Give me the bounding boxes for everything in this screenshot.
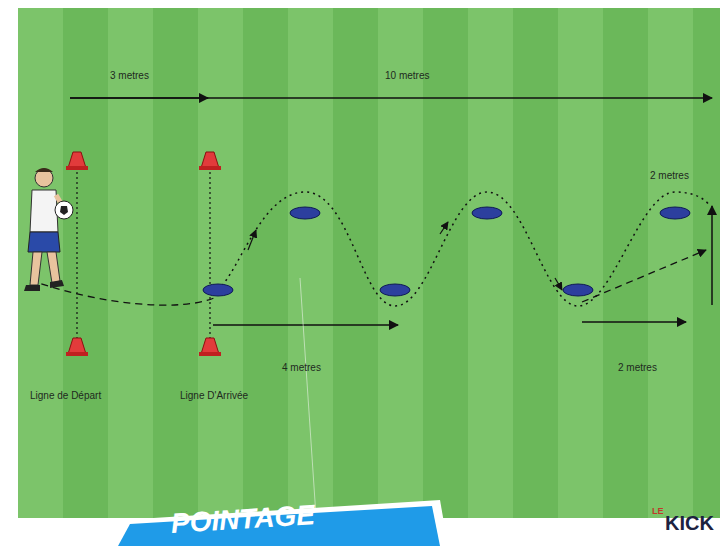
dimension-label: 10 metres (385, 70, 429, 82)
return-arrow (711, 206, 713, 305)
finish-line (209, 172, 210, 338)
pitch (18, 8, 720, 518)
logo-text: KICK (665, 512, 714, 534)
player-shirt (30, 190, 58, 232)
red-cone (68, 152, 86, 168)
player-hair (35, 168, 53, 172)
blue-disc (563, 284, 593, 296)
spacing-arrow (582, 321, 686, 323)
player-boot (24, 285, 40, 291)
start-line-label: Ligne de Départ (30, 390, 101, 402)
logo-text: LE (652, 506, 664, 516)
length-arrow (70, 97, 712, 99)
player-figure (24, 168, 73, 291)
blue-disc (472, 207, 502, 219)
path-arrow (555, 278, 562, 290)
blue-disc (290, 207, 320, 219)
red-cone (201, 338, 219, 354)
player-head (35, 169, 53, 187)
dimension-label: 2 metres (650, 170, 689, 182)
player-shorts (28, 232, 60, 252)
dimension-label: 2 metres (618, 362, 657, 374)
start-line (76, 172, 77, 338)
blue-disc (380, 284, 410, 296)
red-cone (66, 152, 221, 356)
slalom-path (218, 192, 710, 306)
red-cone (66, 352, 88, 356)
red-cone (199, 166, 221, 170)
return-path (582, 250, 706, 302)
player-boot (50, 280, 64, 288)
dimension-label: 3 metres (110, 70, 149, 82)
finish-line-label: Ligne D'Arrivée (180, 390, 248, 402)
spacing-arrow (213, 324, 398, 326)
red-cone (66, 166, 88, 170)
dimension-label: 4 metres (282, 362, 321, 374)
path-arrow (248, 230, 256, 250)
red-cone (199, 352, 221, 356)
football (55, 201, 73, 219)
player-leg (30, 252, 42, 285)
banner-underlay (110, 500, 448, 546)
path-arrow (440, 222, 448, 234)
length-arrow (70, 97, 208, 99)
blue-disc (660, 207, 690, 219)
dribble-path (30, 280, 214, 305)
blue-disc (203, 207, 690, 296)
red-cone (201, 152, 219, 168)
red-cone (68, 338, 86, 354)
football (60, 206, 68, 215)
player-leg (47, 252, 60, 283)
blue-disc (203, 284, 233, 296)
